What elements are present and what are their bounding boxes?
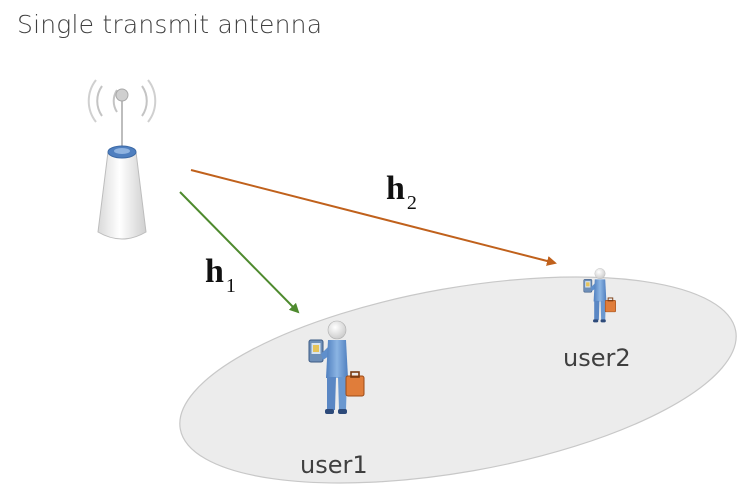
diagram-title: Single transmit antenna (17, 10, 323, 39)
channel-h2-arrow (190, 169, 557, 266)
user2-label: user2 (563, 344, 631, 372)
coverage-area (179, 276, 737, 484)
antenna-tower-icon (87, 79, 157, 240)
channel-h1-arrow (179, 191, 300, 314)
user1-label: user1 (300, 451, 368, 479)
